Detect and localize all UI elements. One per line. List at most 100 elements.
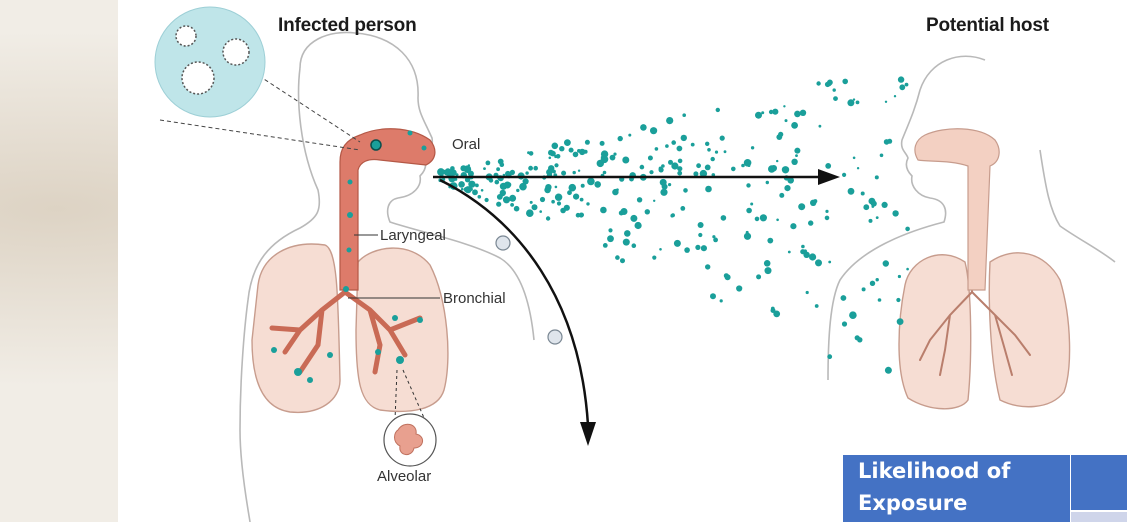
droplet	[870, 281, 875, 286]
bronchial-label: Bronchial	[443, 290, 506, 307]
droplet	[557, 201, 561, 205]
droplet	[648, 156, 653, 161]
droplet	[816, 81, 820, 85]
droplet	[468, 181, 475, 188]
droplet	[622, 157, 629, 164]
droplet	[783, 105, 785, 107]
droplet	[458, 181, 465, 188]
droplet	[549, 157, 552, 160]
droplet	[705, 165, 711, 171]
droplet	[525, 171, 528, 174]
droplet	[716, 108, 720, 112]
droplet	[529, 151, 534, 156]
droplet	[674, 240, 681, 247]
droplet	[794, 148, 800, 154]
droplet	[628, 134, 631, 137]
droplet	[637, 197, 642, 202]
droplet	[624, 230, 631, 237]
droplet	[776, 219, 779, 222]
droplet	[560, 208, 566, 214]
droplet	[756, 274, 761, 279]
droplet	[750, 203, 753, 206]
droplet	[573, 171, 576, 174]
droplet-plume	[437, 76, 910, 373]
droplet	[741, 164, 745, 168]
droplet	[794, 111, 801, 118]
droplet	[699, 223, 702, 226]
droplet-fall-arrow	[440, 180, 596, 446]
droplet	[795, 154, 798, 157]
alveolar-label: Alveolar	[377, 468, 431, 485]
droplet	[615, 255, 620, 260]
droplet	[778, 132, 783, 137]
droplet	[650, 127, 657, 134]
droplet	[724, 150, 727, 153]
droplet	[878, 298, 882, 302]
droplet	[594, 181, 601, 188]
droplet	[869, 219, 873, 223]
droplet	[555, 186, 558, 189]
droplet	[509, 195, 516, 202]
droplet	[746, 231, 749, 234]
droplet	[618, 136, 623, 141]
droplet	[875, 175, 879, 179]
droplet	[720, 299, 723, 302]
droplet	[755, 112, 762, 119]
droplet	[683, 188, 688, 193]
droplet	[680, 206, 685, 211]
droplet	[552, 143, 559, 150]
droplet	[632, 243, 637, 248]
droplet	[510, 203, 514, 207]
droplet	[828, 261, 831, 264]
droplet	[496, 167, 500, 171]
droplet	[554, 163, 558, 167]
droplet	[871, 201, 877, 207]
droplet	[898, 76, 904, 82]
droplet	[516, 189, 519, 192]
droplet	[464, 187, 469, 192]
droplet	[862, 287, 866, 291]
droplet	[659, 167, 664, 172]
droplet	[668, 183, 671, 186]
droplet	[771, 165, 777, 171]
droplet	[545, 184, 551, 190]
droplet	[630, 215, 637, 222]
droplet	[500, 190, 506, 196]
droplet	[842, 321, 847, 326]
droplet	[677, 166, 682, 171]
droplet	[815, 304, 819, 308]
droplet	[528, 166, 533, 171]
droplet	[905, 83, 909, 87]
droplet	[495, 180, 500, 185]
droplet	[863, 204, 869, 210]
droplet	[681, 135, 687, 141]
droplet	[876, 216, 879, 219]
droplet	[815, 259, 822, 266]
droplet	[872, 205, 875, 208]
droplet	[486, 161, 491, 166]
droplet	[587, 178, 595, 186]
droplet	[645, 209, 650, 214]
droplet	[586, 202, 589, 205]
droplet	[736, 285, 742, 291]
droplet	[671, 140, 676, 145]
droplet	[554, 155, 557, 158]
droplet	[841, 295, 847, 301]
droplet	[573, 152, 579, 158]
droplet	[855, 335, 860, 340]
droplet	[601, 156, 609, 164]
droplet	[585, 140, 590, 145]
droplet	[882, 202, 888, 208]
infected-person-title: Infected person	[278, 15, 416, 37]
droplet	[819, 125, 822, 128]
droplet	[760, 214, 767, 221]
droplet	[530, 201, 533, 204]
droplet	[876, 278, 879, 281]
droplet	[711, 157, 715, 161]
droplet	[600, 207, 607, 214]
droplet	[607, 235, 614, 242]
droplet	[856, 101, 860, 105]
droplet	[712, 235, 715, 238]
droplet	[503, 196, 510, 203]
droplet	[885, 101, 887, 103]
